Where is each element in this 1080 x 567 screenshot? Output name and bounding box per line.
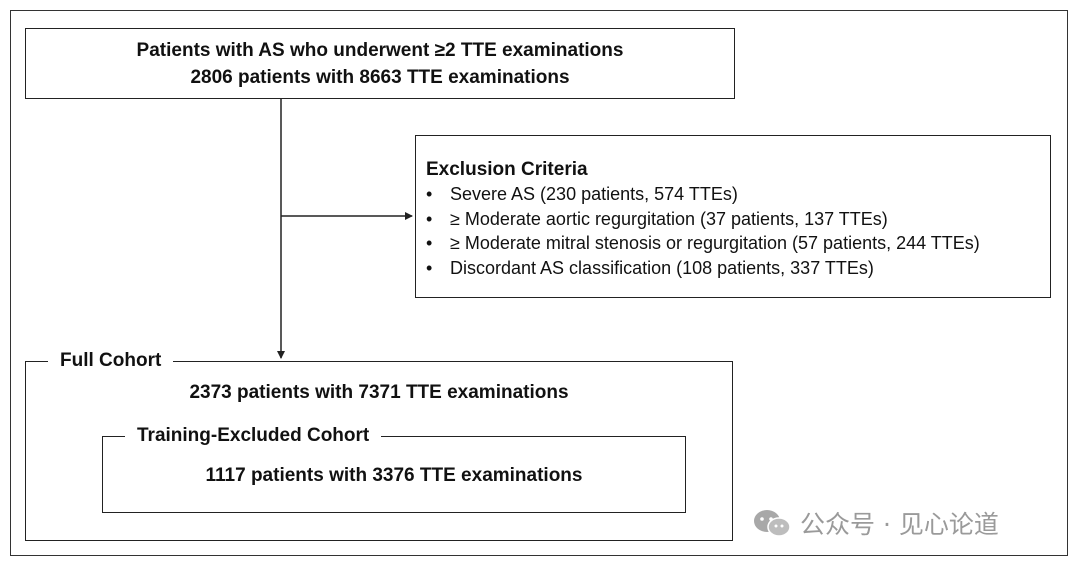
training-excluded-cohort-box: Training-Excluded Cohort 1117 patients w… bbox=[102, 425, 686, 513]
exclusion-item: •≥ Moderate aortic regurgitation (37 pat… bbox=[426, 207, 1050, 232]
full-cohort-count: 2373 patients with 7371 TTE examinations bbox=[189, 382, 569, 403]
training-excluded-cohort-label: Training-Excluded Cohort bbox=[125, 425, 382, 447]
watermark: 公众号 · 见心论道 bbox=[752, 505, 999, 541]
watermark-text: 公众号 · 见心论道 bbox=[800, 510, 999, 539]
exclusion-criteria-list: •Severe AS (230 patients, 574 TTEs) •≥ M… bbox=[426, 182, 1050, 280]
exclusion-item: •≥ Moderate mitral stenosis or regurgita… bbox=[426, 231, 1050, 256]
full-cohort-label: Full Cohort bbox=[48, 350, 174, 372]
exclusion-criteria-box: Exclusion Criteria •Severe AS (230 patie… bbox=[415, 135, 1051, 298]
diagram-frame bbox=[10, 10, 1068, 556]
exclusion-item: •Discordant AS classification (108 patie… bbox=[426, 256, 1050, 281]
bullet-icon: • bbox=[426, 208, 433, 229]
bullet-icon: • bbox=[426, 184, 433, 204]
exclusion-criteria-title: Exclusion Criteria bbox=[426, 159, 588, 180]
bullet-icon: • bbox=[426, 257, 433, 278]
exclusion-item: •Severe AS (230 patients, 574 TTEs) bbox=[426, 182, 1050, 207]
training-excluded-cohort-count: 1117 patients with 3376 TTE examinations bbox=[205, 465, 583, 486]
initial-patients-title: Patients with AS who underwent ≥2 TTE ex… bbox=[136, 40, 624, 61]
wechat-icon bbox=[754, 510, 791, 537]
initial-patients-count: 2806 patients with 8663 TTE examinations bbox=[190, 67, 570, 88]
bullet-icon: • bbox=[426, 233, 433, 253]
initial-patients-box: Patients with AS who underwent ≥2 TTE ex… bbox=[25, 28, 735, 99]
